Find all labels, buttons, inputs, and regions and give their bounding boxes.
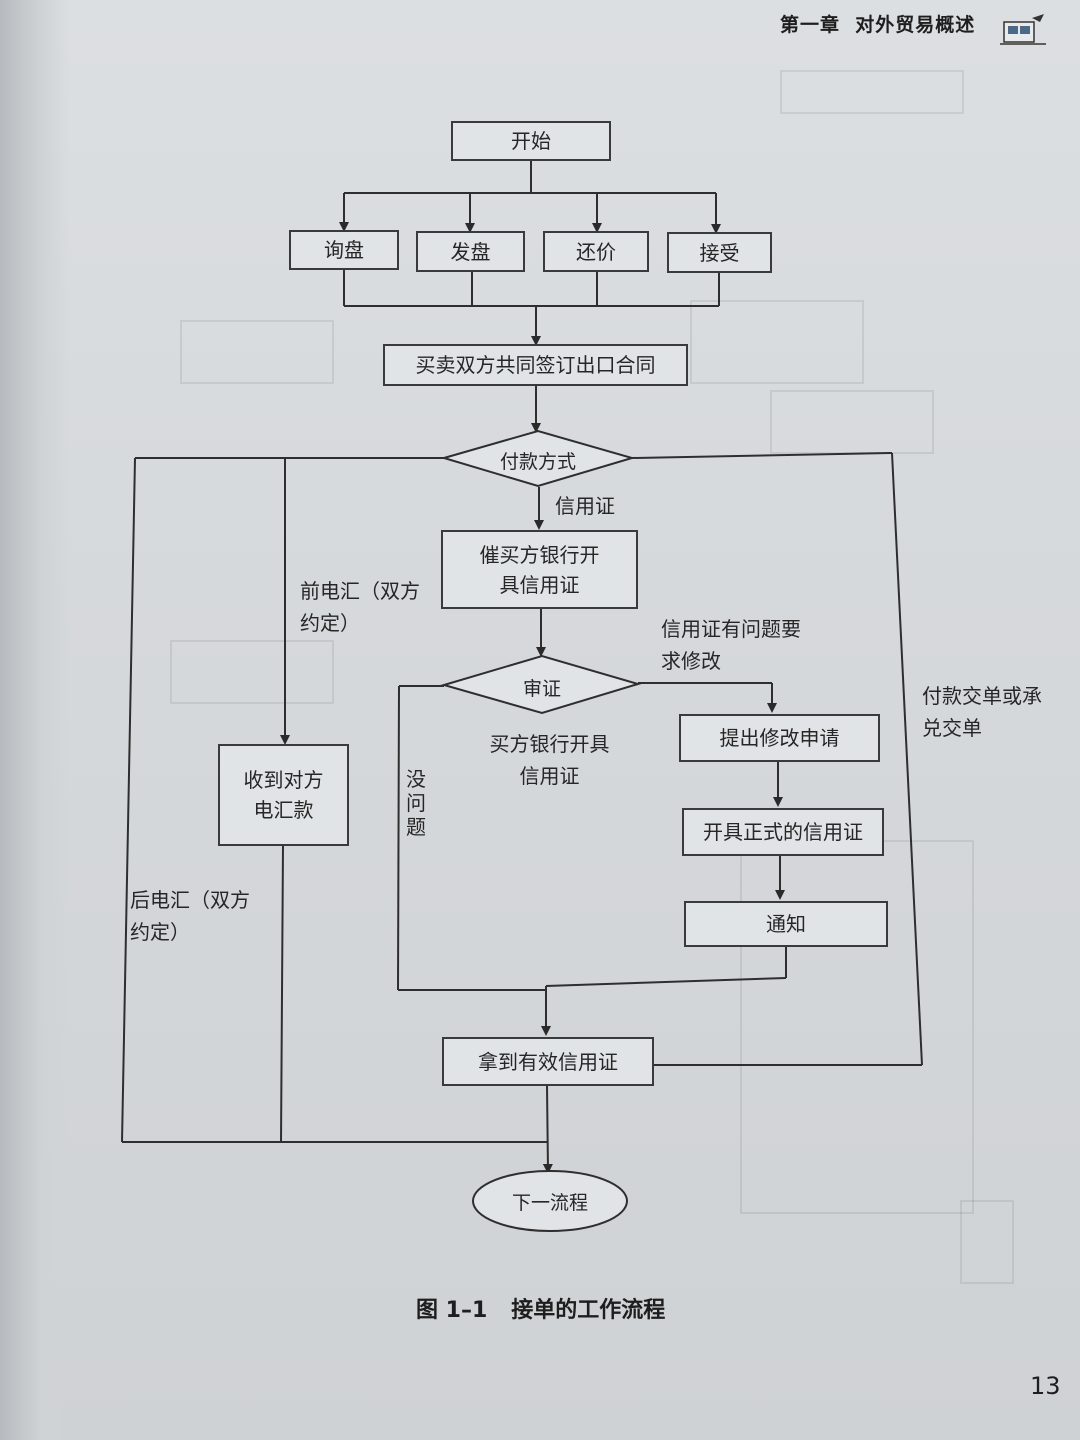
dp-da-label: 付款交单或承兑交单 bbox=[922, 684, 1042, 740]
figure-title: 接单的工作流程 bbox=[511, 1298, 666, 1323]
payment-method-label: 付款方式 bbox=[499, 451, 576, 473]
chapter-number: 第一章 bbox=[780, 14, 841, 36]
lc-problem-label: 信用证有问题要求修改 bbox=[661, 617, 801, 673]
running-header: 第一章 对外贸易概述 bbox=[780, 10, 975, 37]
contract-node: 买卖双方共同签订出口合同 bbox=[383, 344, 688, 386]
request-amendment-node: 提出修改申请 bbox=[679, 714, 880, 762]
urge-buyer-bank-node: 催买方银行开具信用证 bbox=[441, 530, 638, 609]
figure-number: 图 1–1 bbox=[416, 1298, 488, 1323]
lc-branch-label: 信用证 bbox=[555, 494, 615, 518]
no-problem-label: 没问题 bbox=[406, 767, 426, 839]
figure-caption: 图 1–1 接单的工作流程 bbox=[416, 1292, 689, 1324]
step-counter-offer: 还价 bbox=[543, 231, 649, 272]
notify-node: 通知 bbox=[684, 901, 888, 947]
bleed-through-shape bbox=[170, 640, 334, 704]
bleed-through-shape bbox=[780, 70, 964, 114]
valid-lc-node: 拿到有效信用证 bbox=[442, 1037, 654, 1086]
chapter-logo-icon bbox=[1000, 14, 1046, 45]
chapter-title: 对外贸易概述 bbox=[855, 14, 976, 36]
step-acceptance: 接受 bbox=[667, 232, 772, 273]
start-node: 开始 bbox=[451, 121, 611, 161]
buyer-bank-issues-label: 买方银行开具信用证 bbox=[489, 732, 610, 788]
check-lc-label: 审证 bbox=[522, 678, 561, 700]
post-tt-label: 后电汇（双方约定） bbox=[130, 888, 250, 944]
step-inquiry: 询盘 bbox=[289, 230, 399, 270]
pre-tt-label: 前电汇（双方约定） bbox=[300, 579, 420, 635]
step-offer: 发盘 bbox=[416, 231, 525, 272]
issue-formal-lc-node: 开具正式的信用证 bbox=[682, 808, 884, 856]
page-number: 13 bbox=[1030, 1372, 1061, 1400]
receive-tt-node: 收到对方电汇款 bbox=[218, 744, 349, 846]
page-edge-shadow bbox=[0, 0, 70, 1440]
bleed-through-shape bbox=[690, 300, 864, 384]
next-process-label: 下一流程 bbox=[511, 1192, 588, 1214]
bleed-through-shape bbox=[180, 320, 334, 384]
bleed-through-shape bbox=[960, 1200, 1014, 1284]
